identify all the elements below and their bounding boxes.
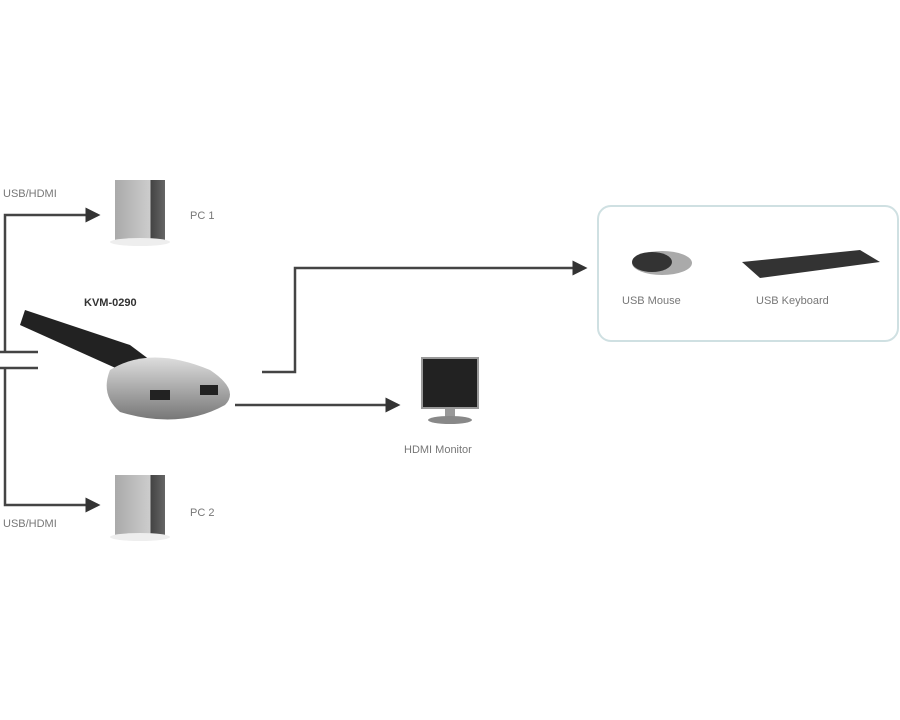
- pc2-label: PC 2: [190, 507, 215, 519]
- kvm-switch-icon: [20, 310, 230, 420]
- peripherals-box: [597, 205, 899, 342]
- pc2-icon: [110, 475, 170, 541]
- keyboard-icon: [742, 250, 880, 278]
- pc1-icon: [110, 180, 170, 246]
- mouse-label: USB Mouse: [622, 295, 681, 307]
- pc2-connection-label: USB/HDMI: [3, 518, 57, 530]
- mouse-icon: [632, 251, 692, 275]
- kvm-label: KVM-0290: [84, 297, 137, 309]
- connection-lines: [0, 207, 588, 513]
- pc1-connection-label: USB/HDMI: [3, 188, 57, 200]
- monitor-icon: [421, 357, 479, 424]
- keyboard-label: USB Keyboard: [756, 295, 829, 307]
- pc1-label: PC 1: [190, 210, 215, 222]
- monitor-label: HDMI Monitor: [404, 444, 472, 456]
